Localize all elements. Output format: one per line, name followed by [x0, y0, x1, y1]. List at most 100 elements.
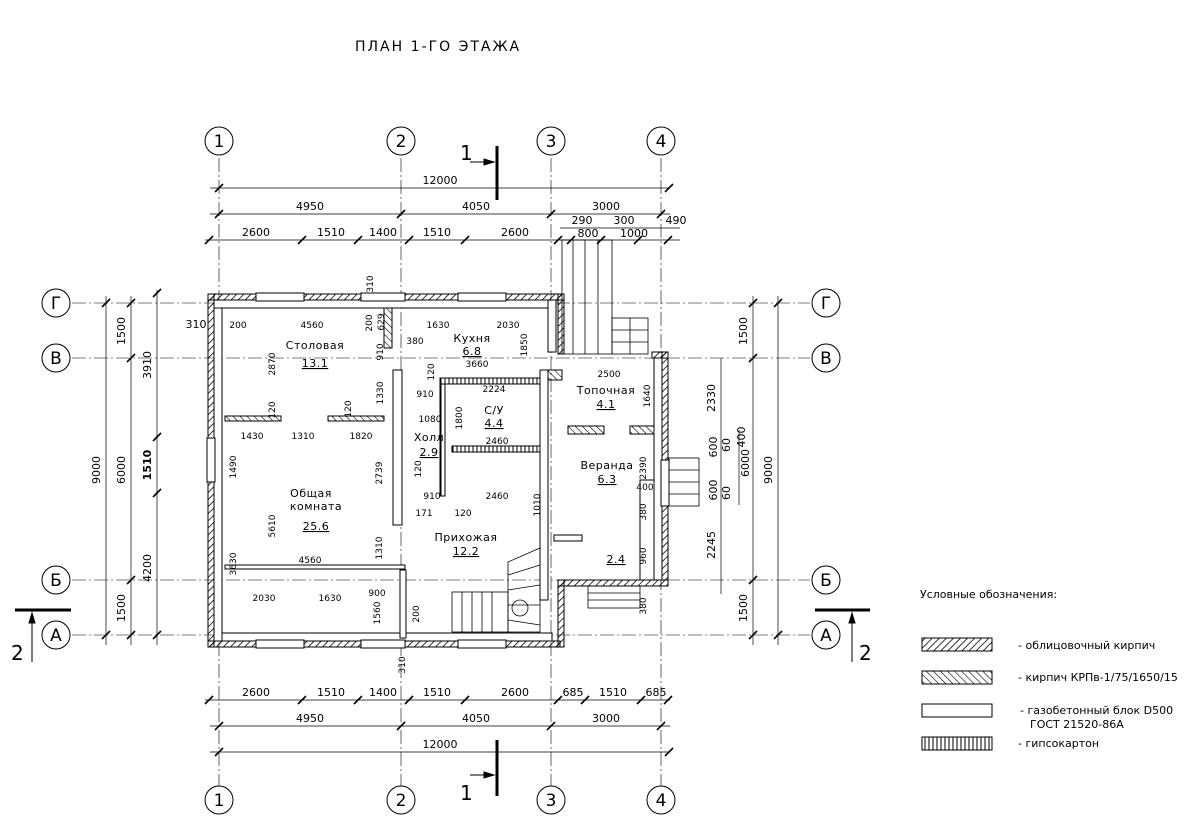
axis-label-g-right: Г [821, 294, 831, 314]
dim-right-1500b: 1500 [737, 594, 750, 622]
dim-in-7: 629 [377, 313, 387, 330]
axis-label-4-top: 4 [656, 132, 667, 152]
room-name-veranda: Веранда [580, 459, 633, 472]
dim-top-490: 490 [666, 214, 687, 227]
window-openings [206, 292, 670, 649]
dim-in-35: 1010 [533, 493, 543, 516]
dim-right-2245: 2245 [705, 531, 718, 559]
legend-label-aerated-block-1: - газобетонный блок D500 [1020, 704, 1173, 717]
dim-left-6000: 6000 [115, 456, 128, 484]
dim-right-600a: 600 [707, 437, 720, 458]
axis-label-v-left: В [50, 349, 62, 369]
dim-bot-2600a: 2600 [242, 686, 270, 699]
dim-right-600b: 600 [707, 480, 720, 501]
porch-steps [561, 239, 700, 609]
dim-in-46: 200 [412, 605, 422, 622]
dim-in-36: 380 [639, 503, 649, 520]
dim-in-17: 910 [416, 390, 433, 400]
dim-in-38: 400 [636, 483, 653, 493]
dim-in-40: 3630 [229, 552, 239, 575]
axis-bubbles-bottom [204, 785, 676, 815]
dim-top-1400: 1400 [369, 226, 397, 239]
internal-stair [451, 547, 541, 633]
dim-top-1510a: 1510 [317, 226, 345, 239]
dim-in-34: 120 [454, 509, 471, 519]
dim-right-400: 400 [735, 427, 748, 448]
dim-in-0: 310 [186, 318, 207, 331]
dim-top-290: 290 [572, 214, 593, 227]
dim-in-30: 910 [423, 492, 440, 502]
dim-right-1500a: 1500 [737, 317, 750, 345]
dim-top-800: 800 [578, 227, 599, 240]
room-name-topochnaya: Топочная [576, 384, 635, 397]
dim-in-1: 200 [229, 321, 246, 331]
inner-dimensions: 310 200 4560 200 1630 2030 310 629 380 9… [186, 275, 654, 673]
dim-right-9000: 9000 [762, 456, 775, 484]
plan-title: ПЛАН 1-ГО ЭТАЖА [355, 39, 521, 55]
dim-bot-685b: 685 [646, 686, 667, 699]
legend-swatch-brick-krpv [921, 670, 993, 685]
axis-label-v-right: В [820, 349, 832, 369]
dim-in-6: 310 [366, 275, 376, 292]
dimension-ticks [101, 183, 783, 757]
axis-label-3-top: 3 [546, 132, 557, 152]
dim-in-10: 1850 [520, 333, 530, 356]
room-area-su: 4.4 [485, 417, 504, 430]
axis-label-2-top: 2 [396, 132, 407, 152]
dim-in-43: 2030 [253, 594, 276, 604]
axis-label-a-left: А [50, 626, 62, 646]
room-area-stolovaya: 13.1 [302, 357, 329, 370]
axis-label-1-bottom: 1 [214, 791, 225, 811]
legend-label-facing-brick: - облицовочный кирпич [1018, 639, 1155, 652]
dim-left-1500b: 1500 [115, 594, 128, 622]
dimension-lines [105, 187, 779, 753]
dim-right-60a: 60 [720, 438, 733, 452]
dim-left-9000: 9000 [90, 456, 103, 484]
dim-in-22: 1430 [241, 432, 264, 442]
legend-swatch-aerated-block [921, 703, 993, 718]
section-mark-1-bottom [470, 740, 499, 796]
dim-in-24: 1820 [350, 432, 373, 442]
dim-in-26: 2460 [486, 437, 509, 447]
section-2-label-left: 2 [11, 641, 24, 665]
dim-in-29: 120 [414, 460, 424, 477]
dim-bot-3000: 3000 [592, 712, 620, 725]
dim-in-31: 2460 [486, 492, 509, 502]
dim-in-4: 1630 [427, 321, 450, 331]
dim-top-300: 300 [614, 214, 635, 227]
axis-label-g-left: Г [51, 294, 61, 314]
section-mark-2-right [815, 608, 870, 662]
dim-in-15: 2224 [483, 385, 506, 395]
dim-in-3: 200 [365, 314, 375, 331]
dim-in-32: 5610 [268, 514, 278, 537]
dim-bot-4050: 4050 [462, 712, 490, 725]
dim-in-45: 1560 [373, 601, 383, 624]
axis-label-4-bottom: 4 [656, 791, 667, 811]
section-1-label-top: 1 [460, 141, 473, 165]
room-area-kukhnya: 6.8 [463, 345, 482, 358]
dim-in-49: 310 [398, 656, 408, 673]
axis-bubbles-right [811, 288, 841, 650]
dim-in-5: 2030 [497, 321, 520, 331]
dim-in-20: 1080 [419, 415, 442, 425]
section-2-label-right: 2 [859, 641, 872, 665]
dim-in-16: 1640 [643, 384, 653, 407]
dim-in-42: 900 [368, 589, 385, 599]
axis-bubbles-left [41, 288, 71, 650]
room-name-obshchaya-2: комната [290, 500, 342, 513]
dim-in-23: 1310 [292, 432, 315, 442]
dim-in-33: 171 [415, 509, 432, 519]
dim-right-2330: 2330 [705, 384, 718, 412]
dim-bot-1400: 1400 [369, 686, 397, 699]
dim-in-11: 3660 [466, 360, 489, 370]
legend-swatch-drywall [921, 736, 993, 751]
dim-in-44: 1630 [319, 594, 342, 604]
dim-in-27: 1490 [229, 455, 239, 478]
dim-in-8: 380 [406, 337, 423, 347]
axis-label-2-bottom: 2 [396, 791, 407, 811]
dim-bot-overall: 12000 [423, 738, 458, 751]
dim-bot-1510a: 1510 [317, 686, 345, 699]
room-area-veranda: 6.3 [598, 473, 617, 486]
axis-label-b-left: Б [50, 571, 62, 591]
